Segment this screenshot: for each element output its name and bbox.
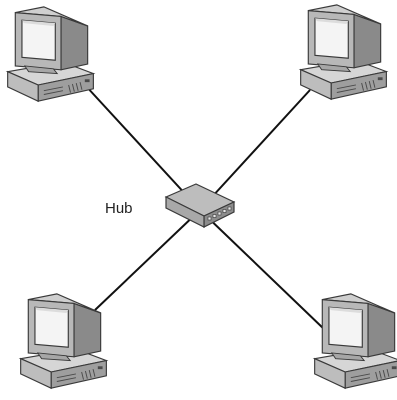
- computer-bottom-right: [314, 293, 397, 389]
- link-bottom-right: [199, 209, 326, 331]
- hub-device: [164, 183, 236, 228]
- hub-label: Hub: [105, 200, 133, 217]
- computer-bottom-left: [20, 293, 107, 389]
- link-top-left: [84, 84, 201, 211]
- link-bottom-left: [94, 209, 201, 311]
- computer-top-right: [300, 4, 387, 100]
- link-top-right: [199, 89, 311, 211]
- computer-top-left: [7, 6, 94, 102]
